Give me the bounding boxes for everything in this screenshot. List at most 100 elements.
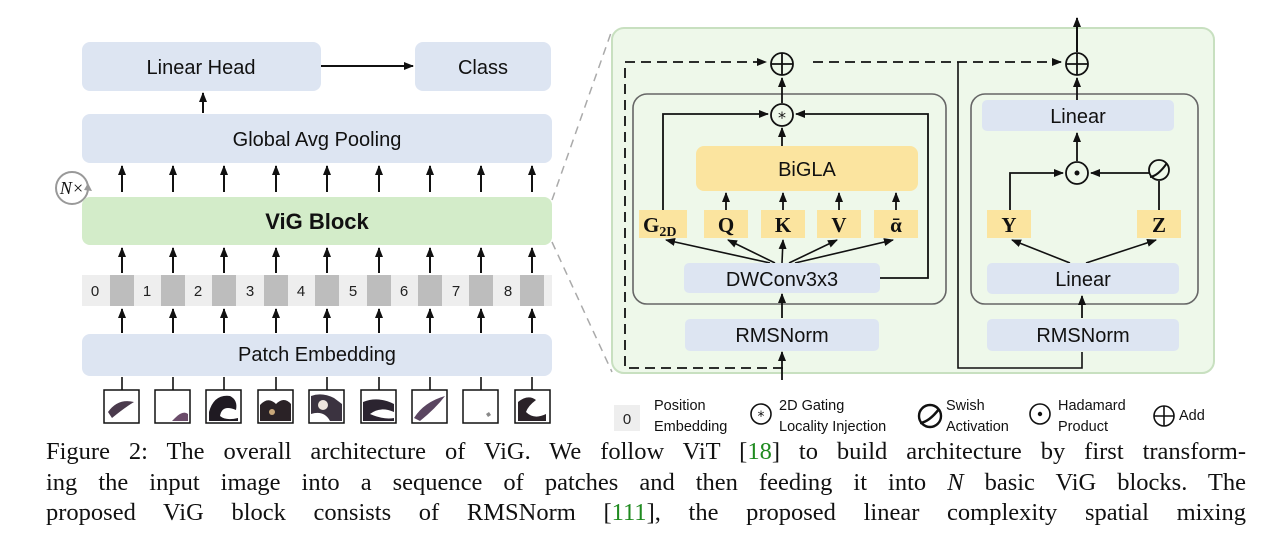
position-number: 0 [91,283,99,300]
caption-line-3: proposed ViG block consists of RMSNorm [… [46,499,1246,526]
repeat-label: N× [59,178,84,198]
legend-swish-l2: Activation [946,419,1009,435]
image-patch [411,389,448,424]
y-label: Y [1001,213,1016,237]
legend-position-l2: Embedding [654,419,727,435]
y-box [987,210,1031,238]
citation-link[interactable]: 18 [747,438,772,465]
class-label: Class [458,57,508,79]
g2d-to-gating-path [662,110,769,210]
swish-legend-icon [917,403,943,429]
position-number: 2 [194,283,202,300]
position-number: 6 [400,283,408,300]
alpha-label: ᾱ [890,213,902,237]
swish-icon [1148,159,1170,181]
zoom-line-top [551,29,613,201]
linear-head-box [82,42,321,91]
repeat-indicator: N× [55,171,92,205]
qkv-to-bigla-arrows [722,192,900,210]
legend: 0 Position Embedding * 2D Gating Localit… [614,398,1205,435]
vig-block-box [82,197,552,245]
legend-add: Add [1179,408,1205,424]
legend-gating-l2: Locality Injection [779,419,886,435]
figure-caption: Figure 2: The overall architecture of Vi… [46,437,1246,529]
residual-path-1 [624,58,783,369]
legend-hadamard-l2: Product [1058,419,1108,435]
block-to-pooling-arrows [118,165,536,192]
v-box [817,210,861,238]
v-label: V [831,213,846,237]
bigla-label: BiGLA [778,159,836,181]
zoom-line-bottom [551,241,613,373]
dwconv-box [684,263,880,293]
architecture-figure: Linear Head Class Global Avg Pooling N× [55,17,1215,435]
rmsnorm-right-box [987,319,1179,351]
legend-gating-l1: 2D Gating [779,398,844,414]
position-number: 7 [452,283,460,300]
svg-text:*: * [778,108,786,127]
legend-hadamard-l1: Hadamard [1058,398,1126,414]
patch-embedding-label: Patch Embedding [238,344,396,366]
linear-top-box [982,100,1174,131]
position-number: 1 [143,283,151,300]
alpha-box [874,210,918,238]
q-box [704,210,748,238]
add-legend-icon [1153,405,1175,427]
dwconv-label: DWConv3x3 [726,269,838,291]
y-to-hadamard-path [1009,169,1064,210]
q-label: Q [718,213,734,237]
legend-position-l1: Position [654,398,706,414]
hadamard-legend-icon [1029,403,1051,425]
image-patch [257,389,294,424]
patch-tokens [110,275,544,306]
rmsnorm-left-box [685,319,879,351]
position-number: 5 [349,283,357,300]
legend-zero: 0 [623,411,631,428]
image-patch [205,389,242,424]
image-patch [360,389,397,424]
g2d-box [639,210,687,238]
hadamard-icon [1065,161,1089,185]
legend-swish-l1: Swish [946,398,985,414]
image-patch [154,389,191,424]
bigla-box [696,146,918,191]
k-box [761,210,805,238]
gating-icon: * [770,103,794,127]
position-number: 4 [297,283,305,300]
linear-fan-arrows [1011,239,1157,264]
linear-head-label: Linear Head [147,57,256,79]
vig-block-detail: * BiGLA G2D Q K V ᾱ [611,17,1215,380]
position-number: 8 [504,283,512,300]
spatial-mixing-container [632,93,947,305]
left-architecture: Linear Head Class Global Avg Pooling N× [55,42,552,424]
legend-position-swatch [614,405,640,431]
k-label: K [775,213,792,237]
position-number: 3 [246,283,254,300]
linear-top-label: Linear [1050,106,1106,128]
caption-line-2: ing the input image into a sequence of p… [46,468,1247,496]
global-avg-pooling-label: Global Avg Pooling [233,129,402,151]
image-patches [103,377,551,424]
embedding-to-tokens-arrows [118,308,536,333]
gating-legend-icon: * [750,403,772,425]
add-icon [770,52,794,76]
z-box [1137,210,1181,238]
image-patch [462,389,499,424]
tokens-to-block-arrows [118,247,536,273]
caption-line-1: Figure 2: The overall architecture of Vi… [46,438,1246,465]
patch-embedding-box [82,334,552,376]
g2d-label: G2D [643,213,676,240]
vig-block-label: ViG Block [265,209,369,234]
linear-bottom-label: Linear [1055,269,1111,291]
dwconv-fan-arrows [665,238,894,264]
rmsnorm-left-label: RMSNorm [735,325,828,347]
z-label: Z [1152,213,1166,237]
rmsnorm-right-label: RMSNorm [1036,325,1129,347]
global-avg-pooling-box [82,114,552,163]
citation-link[interactable]: 111 [611,499,647,526]
image-patch [308,389,345,424]
add-icon [1065,52,1089,76]
class-box [415,42,551,91]
linear-bottom-box [987,263,1179,294]
image-patch [514,389,551,424]
